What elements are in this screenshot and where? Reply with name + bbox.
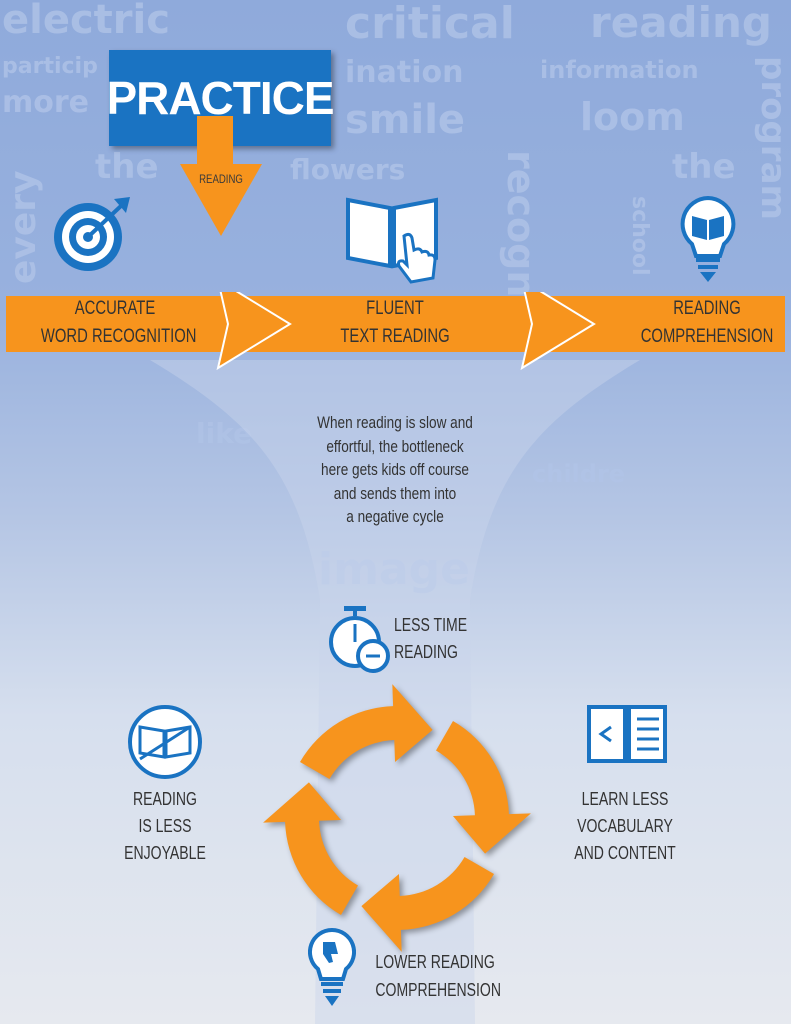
bg-word: like <box>196 417 253 450</box>
step-accurate-word-recognition: ACCURATE WORD RECOGNITION <box>40 295 197 351</box>
text-line: and sends them into <box>333 483 457 503</box>
bg-word: the <box>95 147 159 187</box>
step-label-line: READING <box>673 298 741 319</box>
cycle-lower-reading-comprehension: LOWER READING COMPREHENSION <box>375 948 501 1004</box>
cycle-reading-less-enjoyable: READING IS LESS ENJOYABLE <box>110 786 219 867</box>
text-line: effortful, the bottleneck <box>326 436 464 456</box>
bg-word: electric <box>2 0 170 43</box>
bg-word: image <box>318 544 470 595</box>
bg-word: critical <box>345 0 515 49</box>
bg-word: childre <box>532 460 626 488</box>
bg-word: information <box>540 56 699 84</box>
step-label-line: ACCURATE <box>74 298 156 319</box>
book-circle-icon <box>128 705 202 779</box>
down-arrow-label: READING <box>199 172 243 186</box>
bg-word: ination <box>345 55 464 90</box>
label-line: LOWER READING <box>375 952 495 972</box>
label-line: READING <box>394 642 458 662</box>
cycle-learn-less-vocabulary: LEARN LESS VOCABULARY AND CONTENT <box>570 786 679 867</box>
bg-word: particip <box>2 54 98 79</box>
label-line: LEARN LESS <box>581 789 669 809</box>
book-pointer-icon <box>346 197 438 284</box>
book-less-icon <box>587 705 667 763</box>
cycle-arrow-bottom-icon <box>361 857 494 952</box>
label-line: ENJOYABLE <box>124 843 206 863</box>
text-line: here gets kids off course <box>321 460 469 479</box>
bg-word: smile <box>345 97 466 143</box>
label-line: IS LESS <box>138 816 192 836</box>
bg-word: loom <box>580 95 685 139</box>
cycle-arrow-left-icon <box>263 782 358 915</box>
step-label-line: COMPREHENSION <box>640 326 774 347</box>
bg-word: the <box>672 147 736 187</box>
label-line: READING <box>133 789 197 809</box>
bottleneck-text: When reading is slow and effortful, the … <box>299 411 491 529</box>
step-reading-comprehension: READING COMPREHENSION <box>633 295 781 351</box>
text-line: a negative cycle <box>346 507 444 526</box>
step-label-line: WORD RECOGNITION <box>40 326 197 347</box>
down-arrow <box>180 116 262 236</box>
step-fluent-text-reading: FLUENT TEXT READING <box>321 295 469 351</box>
bg-word: reading <box>590 0 772 47</box>
step-label-line: TEXT READING <box>340 326 450 347</box>
label-line: VOCABULARY <box>577 816 673 836</box>
bg-word: flowers <box>290 153 406 186</box>
cycle-arrow-right-icon <box>436 721 531 854</box>
lightbulb-thumbs-down-icon <box>308 928 356 1006</box>
cycle-less-time-reading: LESS TIME READING <box>394 612 480 666</box>
target-icon <box>54 197 130 271</box>
step-label-line: FLUENT <box>366 298 424 319</box>
label-line: AND CONTENT <box>574 843 676 863</box>
lightbulb-book-icon <box>680 196 736 282</box>
bg-word: more <box>2 85 90 120</box>
label-line: COMPREHENSION <box>375 980 501 1000</box>
cycle-arrow-top-icon <box>300 684 433 779</box>
stopwatch-minus-icon <box>329 606 390 673</box>
label-line: LESS TIME <box>394 615 468 635</box>
progress-band <box>6 292 785 371</box>
text-line: When reading is slow and <box>317 413 473 432</box>
